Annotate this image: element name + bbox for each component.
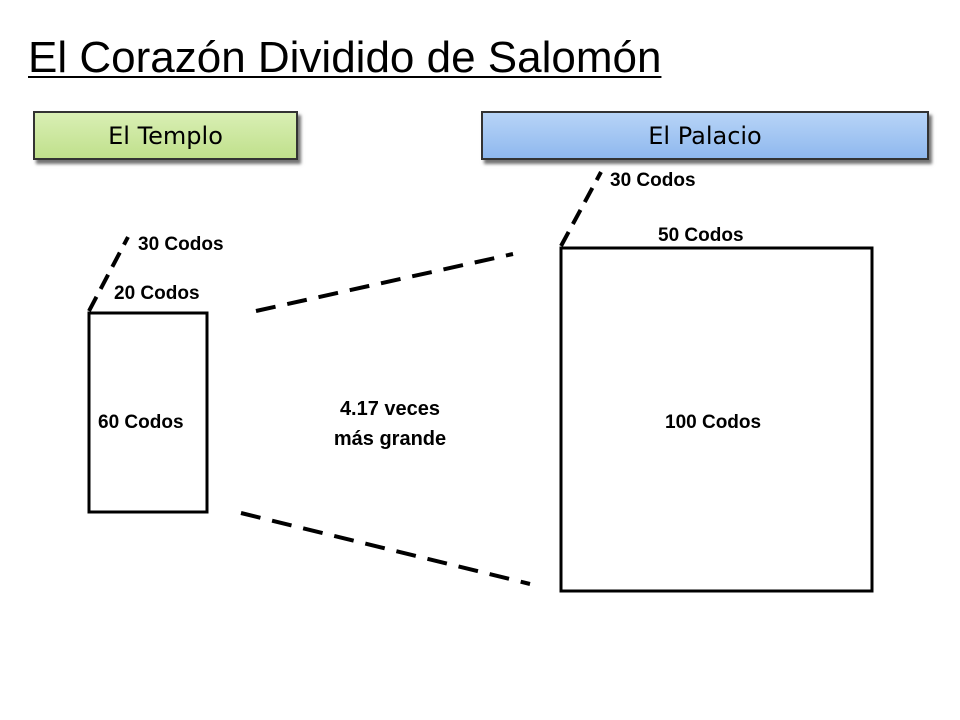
palacio-rect (559, 246, 874, 593)
page-title: El Corazón Dividido de Salomón (28, 33, 662, 82)
palacio-height-label: 30 Codos (610, 170, 696, 191)
comparison-line1: 4.17 veces (339, 398, 441, 420)
palacio-header-label: El Palacio (648, 121, 762, 150)
connector-bottom-line (240, 511, 531, 586)
templo-header: El Templo (33, 111, 298, 160)
palacio-length-label: 100 Codos (665, 412, 762, 433)
palacio-width-label: 50 Codos (658, 225, 744, 246)
templo-header-label: El Templo (108, 121, 223, 150)
templo-height-line (87, 236, 130, 312)
connector-top-line (255, 252, 514, 313)
templo-width-label: 20 Codos (114, 283, 200, 304)
templo-rect (87, 311, 209, 514)
palacio-height-line (559, 171, 603, 247)
templo-length-label: 60 Codos (98, 412, 184, 433)
templo-height-label: 30 Codos (138, 234, 224, 255)
comparison-ratio: 4.17 veces más grande (300, 394, 480, 454)
palacio-header: El Palacio (481, 111, 929, 160)
comparison-line2: más grande (333, 428, 447, 450)
